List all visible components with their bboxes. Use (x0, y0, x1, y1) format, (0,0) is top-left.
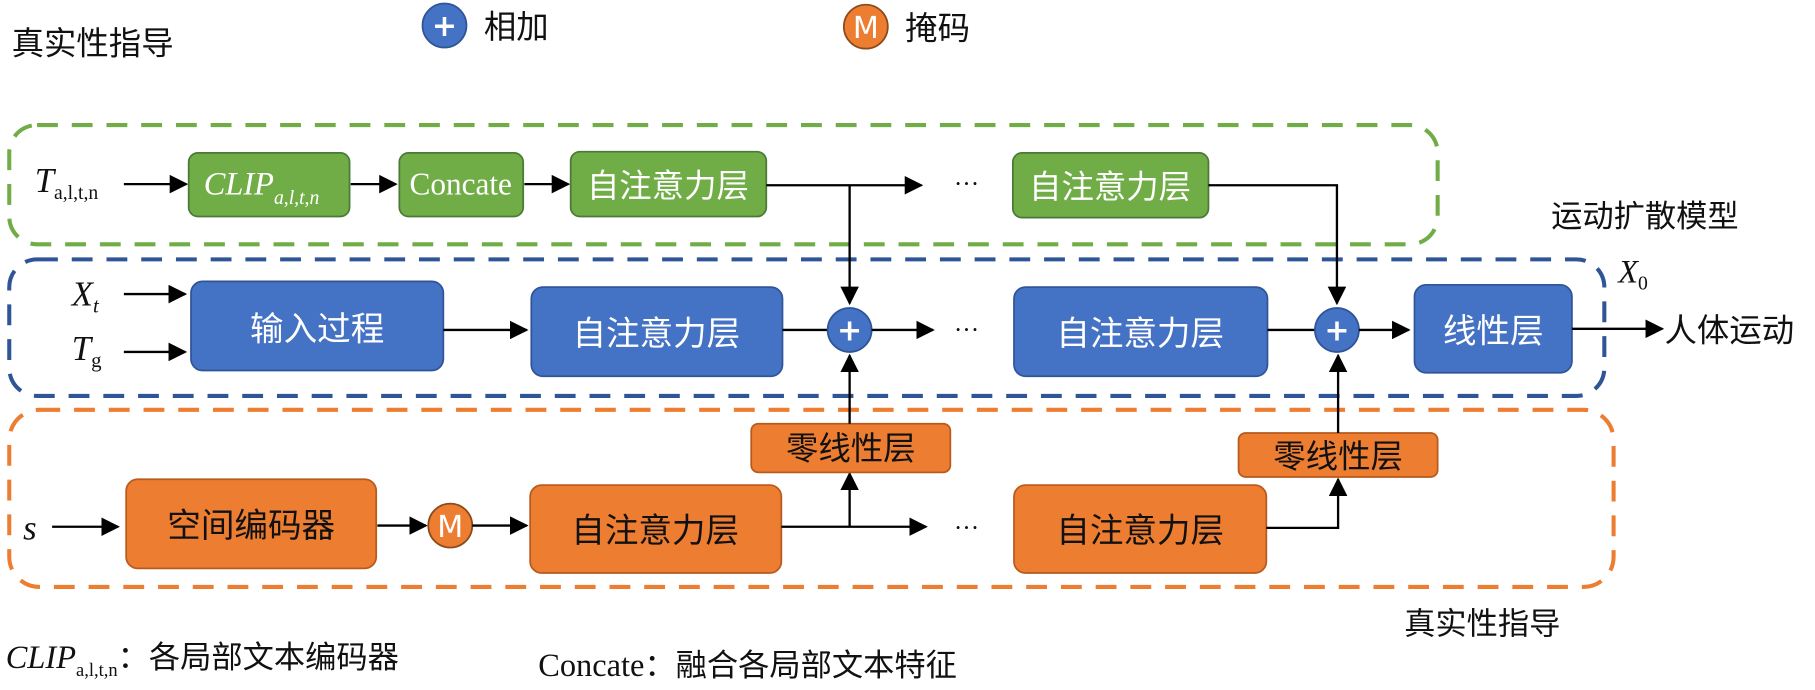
zero-linear-label-2: 零线性层 (1273, 438, 1403, 476)
zero-linear-label-1: 零线性层 (786, 430, 916, 468)
text-attention-label-2: 自注意力层 (1029, 168, 1191, 206)
xt-input-label: Xt (70, 275, 100, 318)
realism-guidance-title: 真实性指导 (1404, 606, 1560, 642)
motion-diffusion-model-group-frame (7, 257, 1607, 398)
x0-label: X0 (1616, 254, 1648, 294)
linear-layer-label: 线性层 (1443, 312, 1544, 351)
zero-linear-box-1[interactable]: 零线性层 (750, 422, 952, 474)
text-row-ellipsis: ··· (954, 169, 979, 198)
add-node-1: + (826, 307, 873, 353)
spatial-attention-label-2: 自注意力层 (1056, 511, 1224, 550)
spatial-encoder-box[interactable]: 空间编码器 (125, 478, 378, 570)
footnote-clip: CLIPa,l,t,n：各局部文本编码器 (6, 640, 399, 681)
mask-node: M (427, 502, 474, 549)
footnote-concate: Concate：融合各局部文本特征 (538, 648, 957, 684)
s-input-label: s (23, 508, 37, 547)
input-process-box[interactable]: 输入过程 (190, 280, 445, 372)
clip-encoder-label: CLIPa,l,t,n (204, 167, 320, 209)
legend-mask-label: 掩码 (905, 9, 970, 47)
diffusion-row-ellipsis: ··· (954, 315, 979, 344)
text-attention-label-1: 自注意力层 (587, 167, 749, 205)
legend-mask: M 掩码 (842, 3, 970, 50)
diffusion-attention-label-2: 自注意力层 (1056, 314, 1224, 353)
diffusion-attention-box-1[interactable]: 自注意力层 (530, 286, 784, 378)
spatial-row-ellipsis: ··· (954, 513, 979, 542)
motion-diffusion-model-title: 运动扩散模型 (1551, 199, 1738, 235)
diffusion-attention-box-2[interactable]: 自注意力层 (1013, 286, 1269, 378)
text-input-label: Ta,l,t,n (35, 161, 99, 204)
zero-linear-box-2[interactable]: 零线性层 (1237, 432, 1439, 478)
m-symbol: M (437, 510, 463, 545)
spatial-attention-box-1[interactable]: 自注意力层 (529, 484, 783, 574)
clip-encoder-box[interactable]: CLIPa,l,t,n (187, 151, 351, 218)
top-left-title: 真实性指导 (12, 24, 174, 62)
m-circle-icon (842, 3, 889, 50)
spatial-attention-box-2[interactable]: 自注意力层 (1013, 484, 1268, 574)
tg-input-label: Tg (72, 329, 102, 372)
text-attention-box-2[interactable]: 自注意力层 (1011, 151, 1210, 219)
spatial-attention-label-1: 自注意力层 (571, 511, 739, 550)
arrow-attn-to-zero-2 (1266, 477, 1348, 530)
add-node-2: + (1314, 307, 1360, 353)
m-symbol: M (853, 11, 879, 46)
arrow-text-to-add-2 (1208, 184, 1347, 306)
plus-symbol: + (432, 9, 457, 44)
text-guidance-group-frame (7, 123, 1440, 247)
realism-guidance-group-frame (7, 407, 1616, 589)
text-attention-box-1[interactable]: 自注意力层 (569, 150, 768, 218)
legend-add: + 相加 (421, 2, 549, 49)
concate-label: Concate (409, 167, 511, 202)
input-process-label: 输入过程 (250, 309, 384, 348)
legend-add-label: 相加 (484, 8, 549, 46)
concate-box[interactable]: Concate (398, 151, 525, 218)
linear-layer-box[interactable]: 线性层 (1413, 283, 1573, 374)
plus-symbol: + (1324, 313, 1349, 348)
spatial-encoder-label: 空间编码器 (167, 506, 335, 545)
human-motion-output-label: 人体运动 (1665, 312, 1795, 350)
plus-circle-icon (421, 2, 468, 49)
diffusion-attention-label-1: 自注意力层 (572, 314, 740, 353)
plus-symbol: + (837, 313, 862, 348)
